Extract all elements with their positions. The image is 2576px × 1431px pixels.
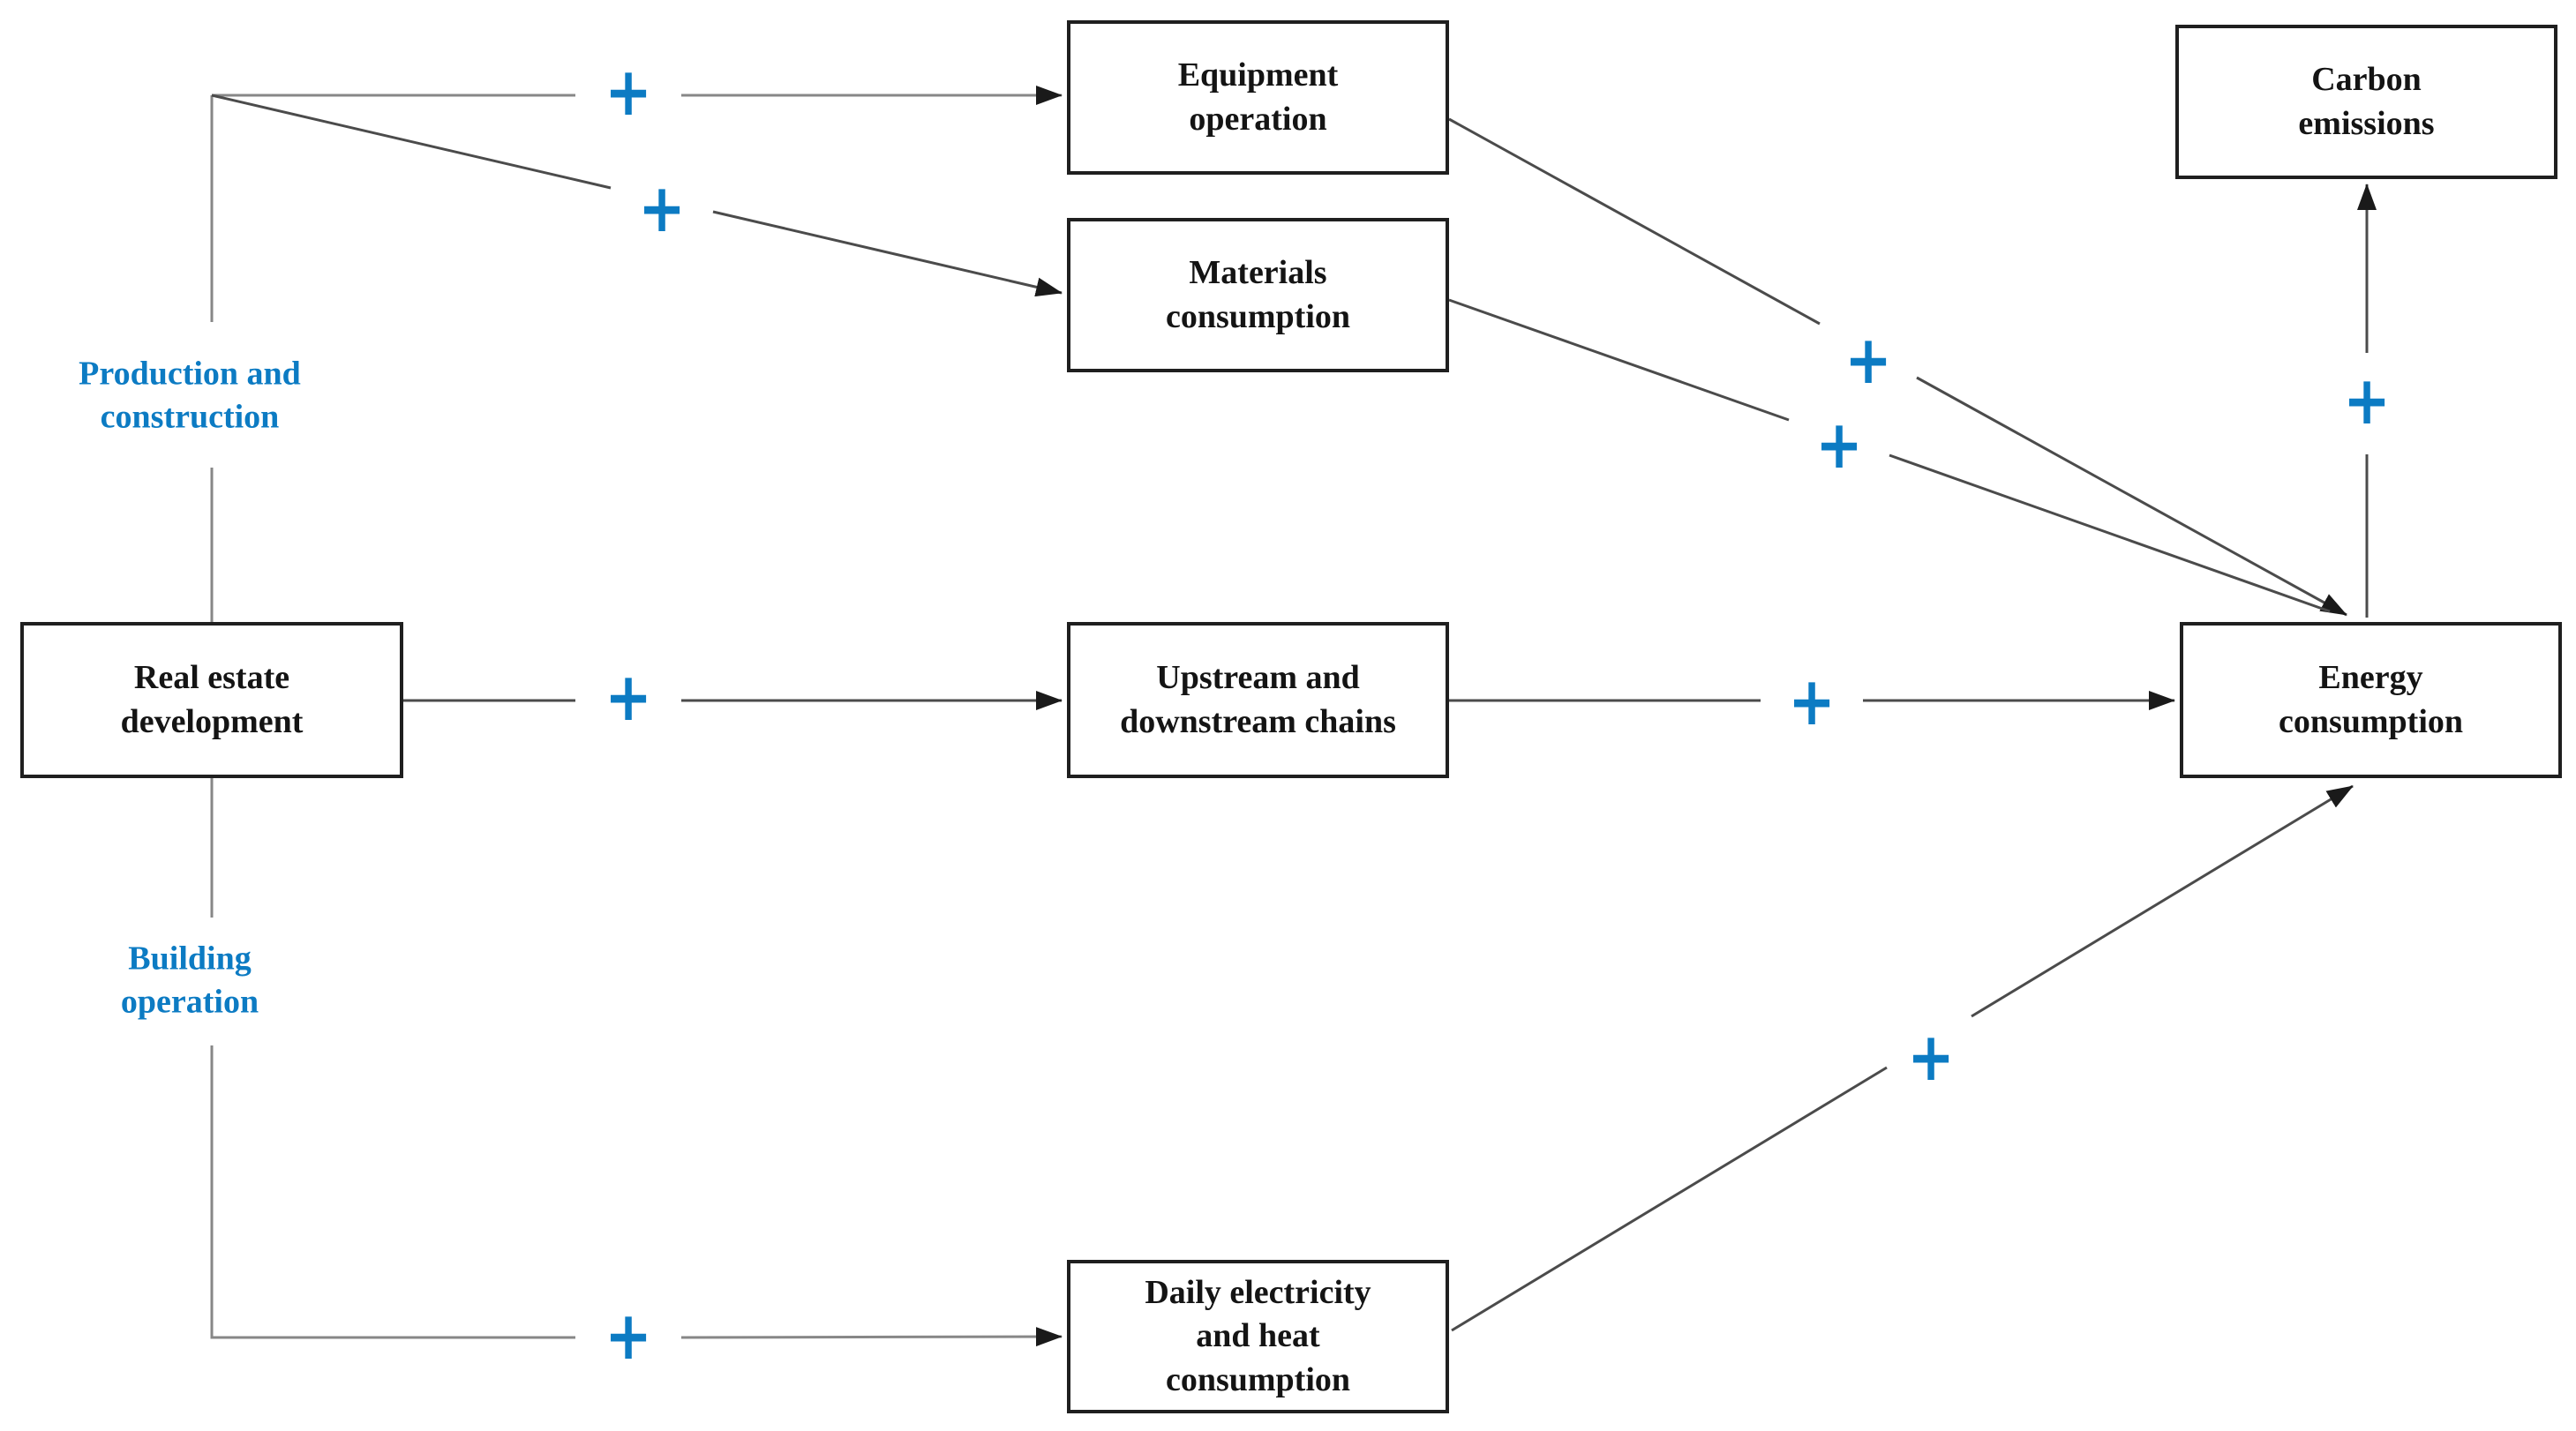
edge-sign-re-upstream: + xyxy=(605,659,652,738)
edge-re-materials-seg2 xyxy=(712,210,1063,297)
node-upstream-downstream-chains-label: Upstream and downstream chains xyxy=(1120,659,1396,740)
node-real-estate-development: Real estate development xyxy=(20,622,403,778)
node-carbon-emissions-label: Carbon emissions xyxy=(2298,61,2435,142)
node-equipment-operation: Equipment operation xyxy=(1067,20,1449,175)
edge-daily-energy-seg2 xyxy=(1971,784,2354,1018)
node-daily-electricity-heat-label: Daily electricity and heat consumption xyxy=(1145,1273,1371,1398)
edge-sign-energy-carbon: + xyxy=(2343,363,2391,441)
node-equipment-operation-label: Equipment operation xyxy=(1177,56,1339,138)
edge-sign-re-equipment: + xyxy=(605,54,652,132)
node-daily-electricity-heat: Daily electricity and heat consumption xyxy=(1067,1260,1449,1413)
node-energy-consumption-label: Energy consumption xyxy=(2278,659,2464,740)
edge-sign-equipment-energy: + xyxy=(1844,322,1892,401)
edge-materials-energy-seg2 xyxy=(1889,453,2331,613)
node-materials-consumption: Materials consumption xyxy=(1067,218,1449,372)
phase-label-building-operation: Building operation xyxy=(120,940,259,1021)
node-energy-consumption: Energy consumption xyxy=(2180,622,2562,778)
edge-daily-energy-seg1 xyxy=(1451,1066,1888,1332)
phase-label-production-construction: Production and construction xyxy=(79,355,301,436)
node-materials-consumption-label: Materials consumption xyxy=(1165,254,1351,335)
edge-equipment-energy-seg2 xyxy=(1916,376,2347,617)
edge-re-daily-elbow xyxy=(210,1045,575,1339)
node-upstream-downstream-chains: Upstream and downstream chains xyxy=(1067,622,1449,778)
edge-sign-re-daily: + xyxy=(605,1298,652,1376)
edge-sign-daily-energy: + xyxy=(1907,1019,1955,1098)
edge-re-materials-seg1 xyxy=(211,94,612,190)
edge-sign-materials-energy: + xyxy=(1815,407,1863,485)
edge-materials-energy-seg1 xyxy=(1448,298,1790,422)
edge-sign-upstream-energy: + xyxy=(1788,663,1836,742)
node-carbon-emissions: Carbon emissions xyxy=(2175,25,2557,179)
edge-equipment-energy-seg1 xyxy=(1448,117,1821,326)
node-real-estate-development-label: Real estate development xyxy=(120,659,304,740)
edge-sign-re-materials: + xyxy=(638,170,686,249)
